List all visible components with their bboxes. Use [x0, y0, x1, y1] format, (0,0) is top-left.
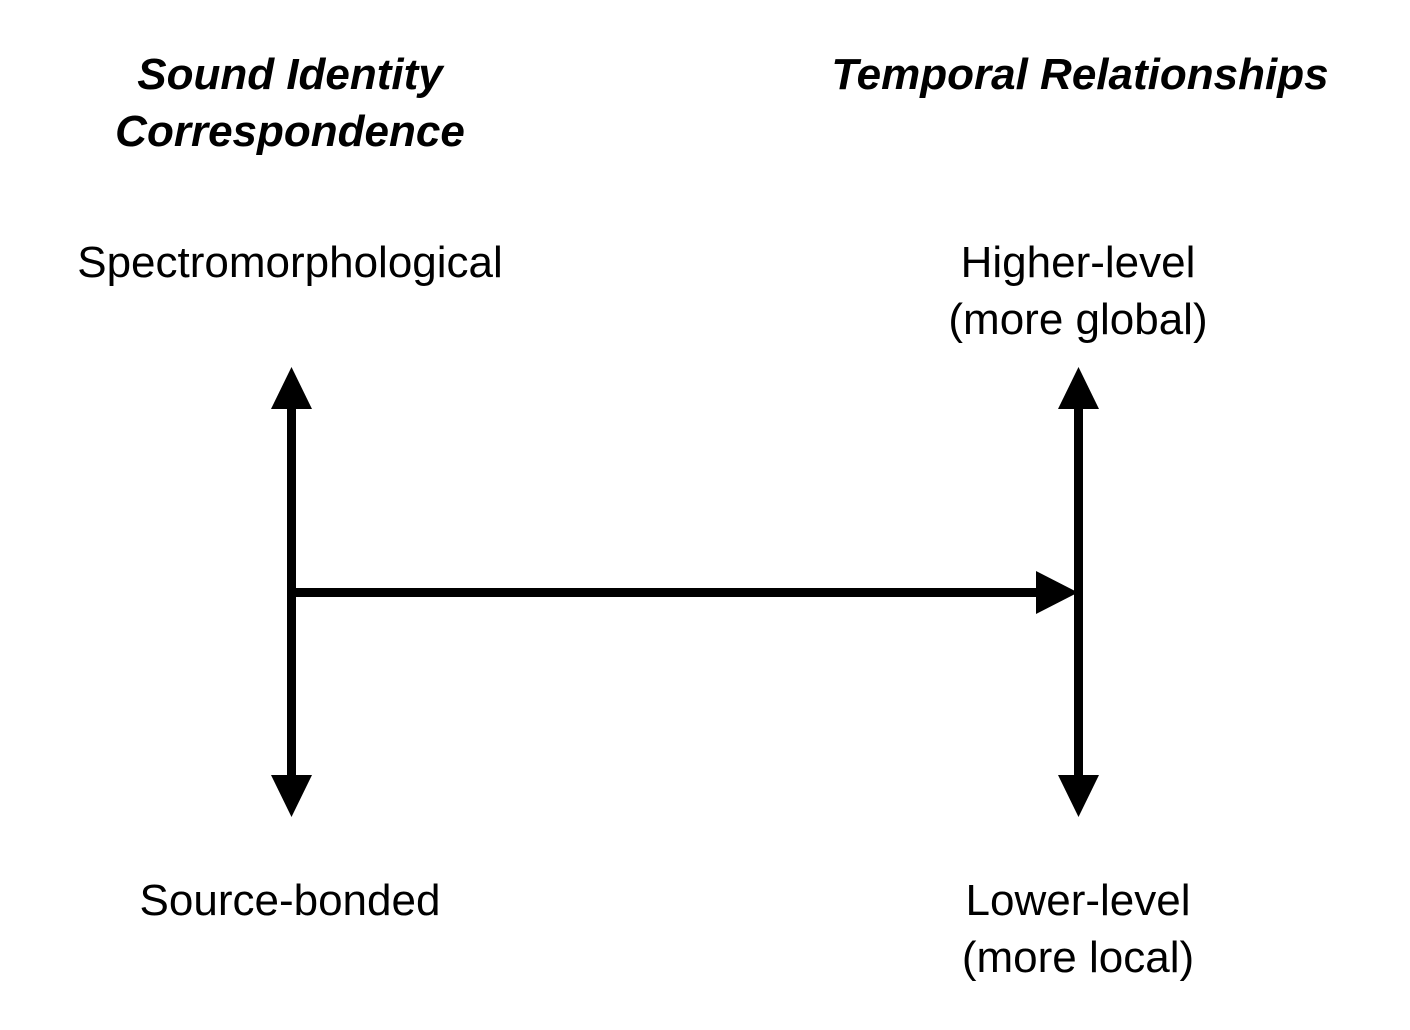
lower-level-label: Lower-level (more local): [880, 872, 1276, 986]
horizontal-connector-shaft: [291, 588, 1044, 597]
right-axis-shaft: [1074, 400, 1083, 785]
right-axis-up-arrowhead: [1058, 367, 1099, 409]
spectromorphological-label: Spectromorphological: [20, 234, 560, 291]
temporal-relationships-heading: Temporal Relationships: [780, 46, 1380, 103]
lower-level-label-line-1: Lower-level: [965, 876, 1191, 925]
left-axis-down-arrowhead: [271, 775, 312, 817]
spectromorphological-label-text: Spectromorphological: [77, 238, 503, 287]
sound-identity-heading-line-2: Correspondence: [115, 107, 465, 156]
sound-identity-heading-line-1: Sound Identity: [137, 50, 443, 99]
source-bonded-label: Source-bonded: [40, 872, 540, 929]
source-bonded-label-text: Source-bonded: [139, 876, 441, 925]
higher-level-label-line-1: Higher-level: [960, 238, 1196, 287]
higher-level-label: Higher-level (more global): [880, 234, 1276, 348]
left-axis-up-arrowhead: [271, 367, 312, 409]
right-axis-down-arrowhead: [1058, 775, 1099, 817]
horizontal-connector-arrowhead: [1036, 571, 1078, 614]
lower-level-label-line-2: (more local): [961, 933, 1195, 982]
higher-level-label-line-2: (more global): [948, 295, 1208, 344]
sound-identity-heading: Sound Identity Correspondence: [40, 46, 540, 160]
temporal-relationships-heading-line-1: Temporal Relationships: [831, 50, 1329, 99]
